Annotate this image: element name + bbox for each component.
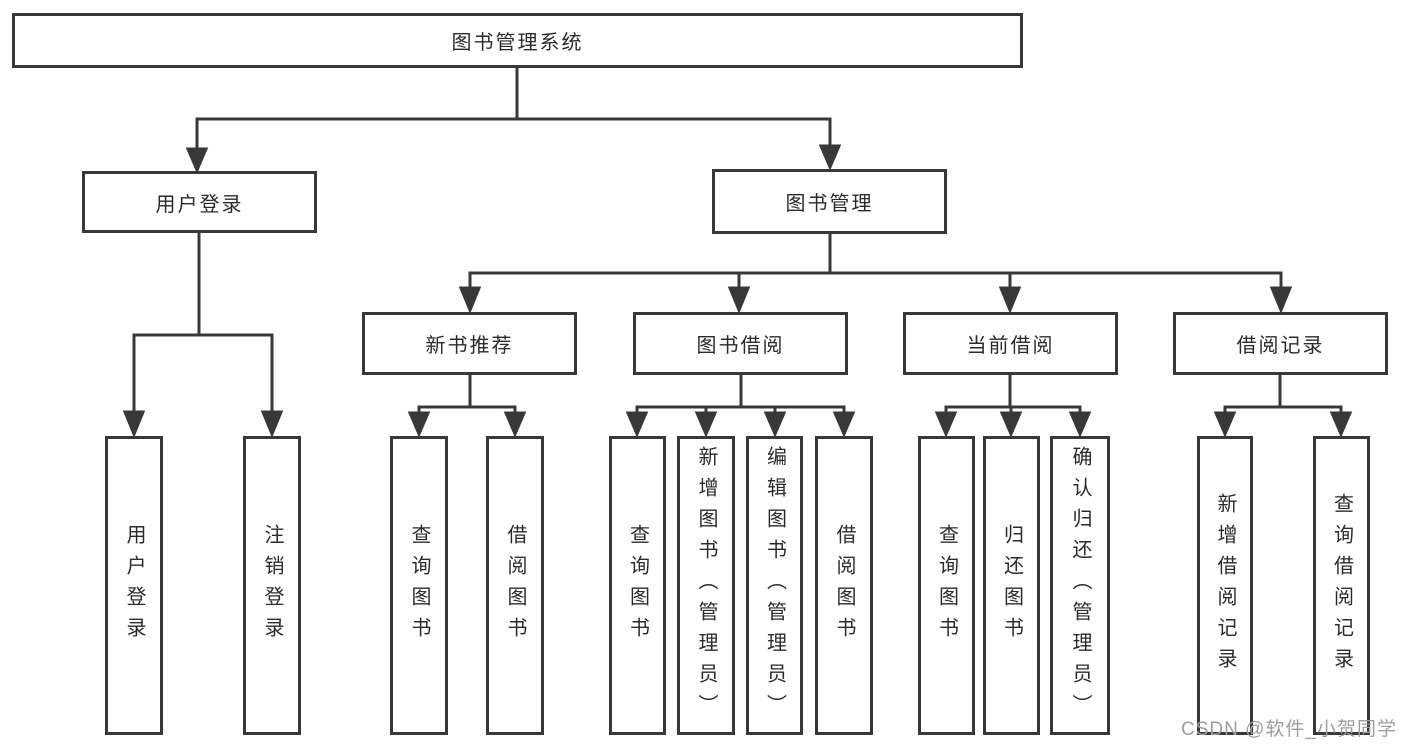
arrowhead [832, 411, 856, 438]
leaf-confirm-return-admin: 确认归还（管理员） [1050, 436, 1110, 735]
connector-user-login-to-children [122, 233, 284, 438]
arrowhead [122, 410, 146, 438]
leaf-query-books-borrowing: 查询图书 [609, 436, 666, 735]
connector-book-borrowing-to-children [625, 375, 856, 438]
arrowhead [260, 410, 284, 438]
leaf-edit-book-admin: 编辑图书（管理员） [746, 436, 803, 735]
csdn-watermark: CSDN @软件_小贺同学 [1181, 719, 1397, 740]
arrowhead [458, 286, 482, 314]
arrowhead [763, 411, 787, 438]
leaf-add-borrow-record: 新增借阅记录 [1197, 436, 1253, 735]
arrowhead [998, 286, 1022, 314]
leaf-add-book-admin: 新增图书（管理员） [677, 436, 735, 735]
arrowhead [818, 144, 842, 171]
leaf-user-login: 用户登录 [105, 436, 163, 735]
arrowhead [407, 411, 431, 438]
arrowhead [1213, 411, 1237, 438]
leaf-query-books-recommendation: 查询图书 [390, 436, 448, 735]
connector-current-borrowing-to-children [934, 375, 1092, 438]
connector-new-book-recommendation-to-children [407, 375, 527, 438]
node-current-borrowing: 当前借阅 [903, 312, 1118, 375]
arrowhead [727, 286, 751, 314]
node-new-book-recommendation: 新书推荐 [362, 312, 577, 375]
arrowhead [694, 411, 718, 438]
leaf-logout: 注销登录 [243, 436, 301, 735]
arrowhead [1068, 411, 1092, 438]
arrowhead [934, 411, 958, 438]
arrowhead [1329, 411, 1353, 438]
arrowhead [625, 411, 649, 438]
node-borrowing-records: 借阅记录 [1173, 312, 1388, 375]
leaf-return-book: 归还图书 [983, 436, 1040, 735]
connector-borrowing-records-to-children [1213, 375, 1353, 438]
arrowhead [1269, 286, 1293, 314]
arrowhead [503, 411, 527, 438]
node-user-login: 用户登录 [82, 171, 317, 233]
arrowhead [185, 147, 209, 174]
leaf-query-borrow-record: 查询借阅记录 [1313, 436, 1370, 735]
leaf-query-books-current: 查询图书 [918, 436, 975, 735]
connector-book-management-to-level3 [458, 234, 1293, 314]
leaf-borrow-books: 借阅图书 [815, 436, 873, 735]
leaf-borrow-books-recommendation: 借阅图书 [486, 436, 544, 735]
node-book-management: 图书管理 [712, 169, 947, 234]
arrowhead [999, 411, 1023, 438]
connector-root-to-level2 [185, 68, 842, 174]
node-library-management-system: 图书管理系统 [12, 13, 1023, 68]
node-book-borrowing: 图书借阅 [633, 312, 848, 375]
